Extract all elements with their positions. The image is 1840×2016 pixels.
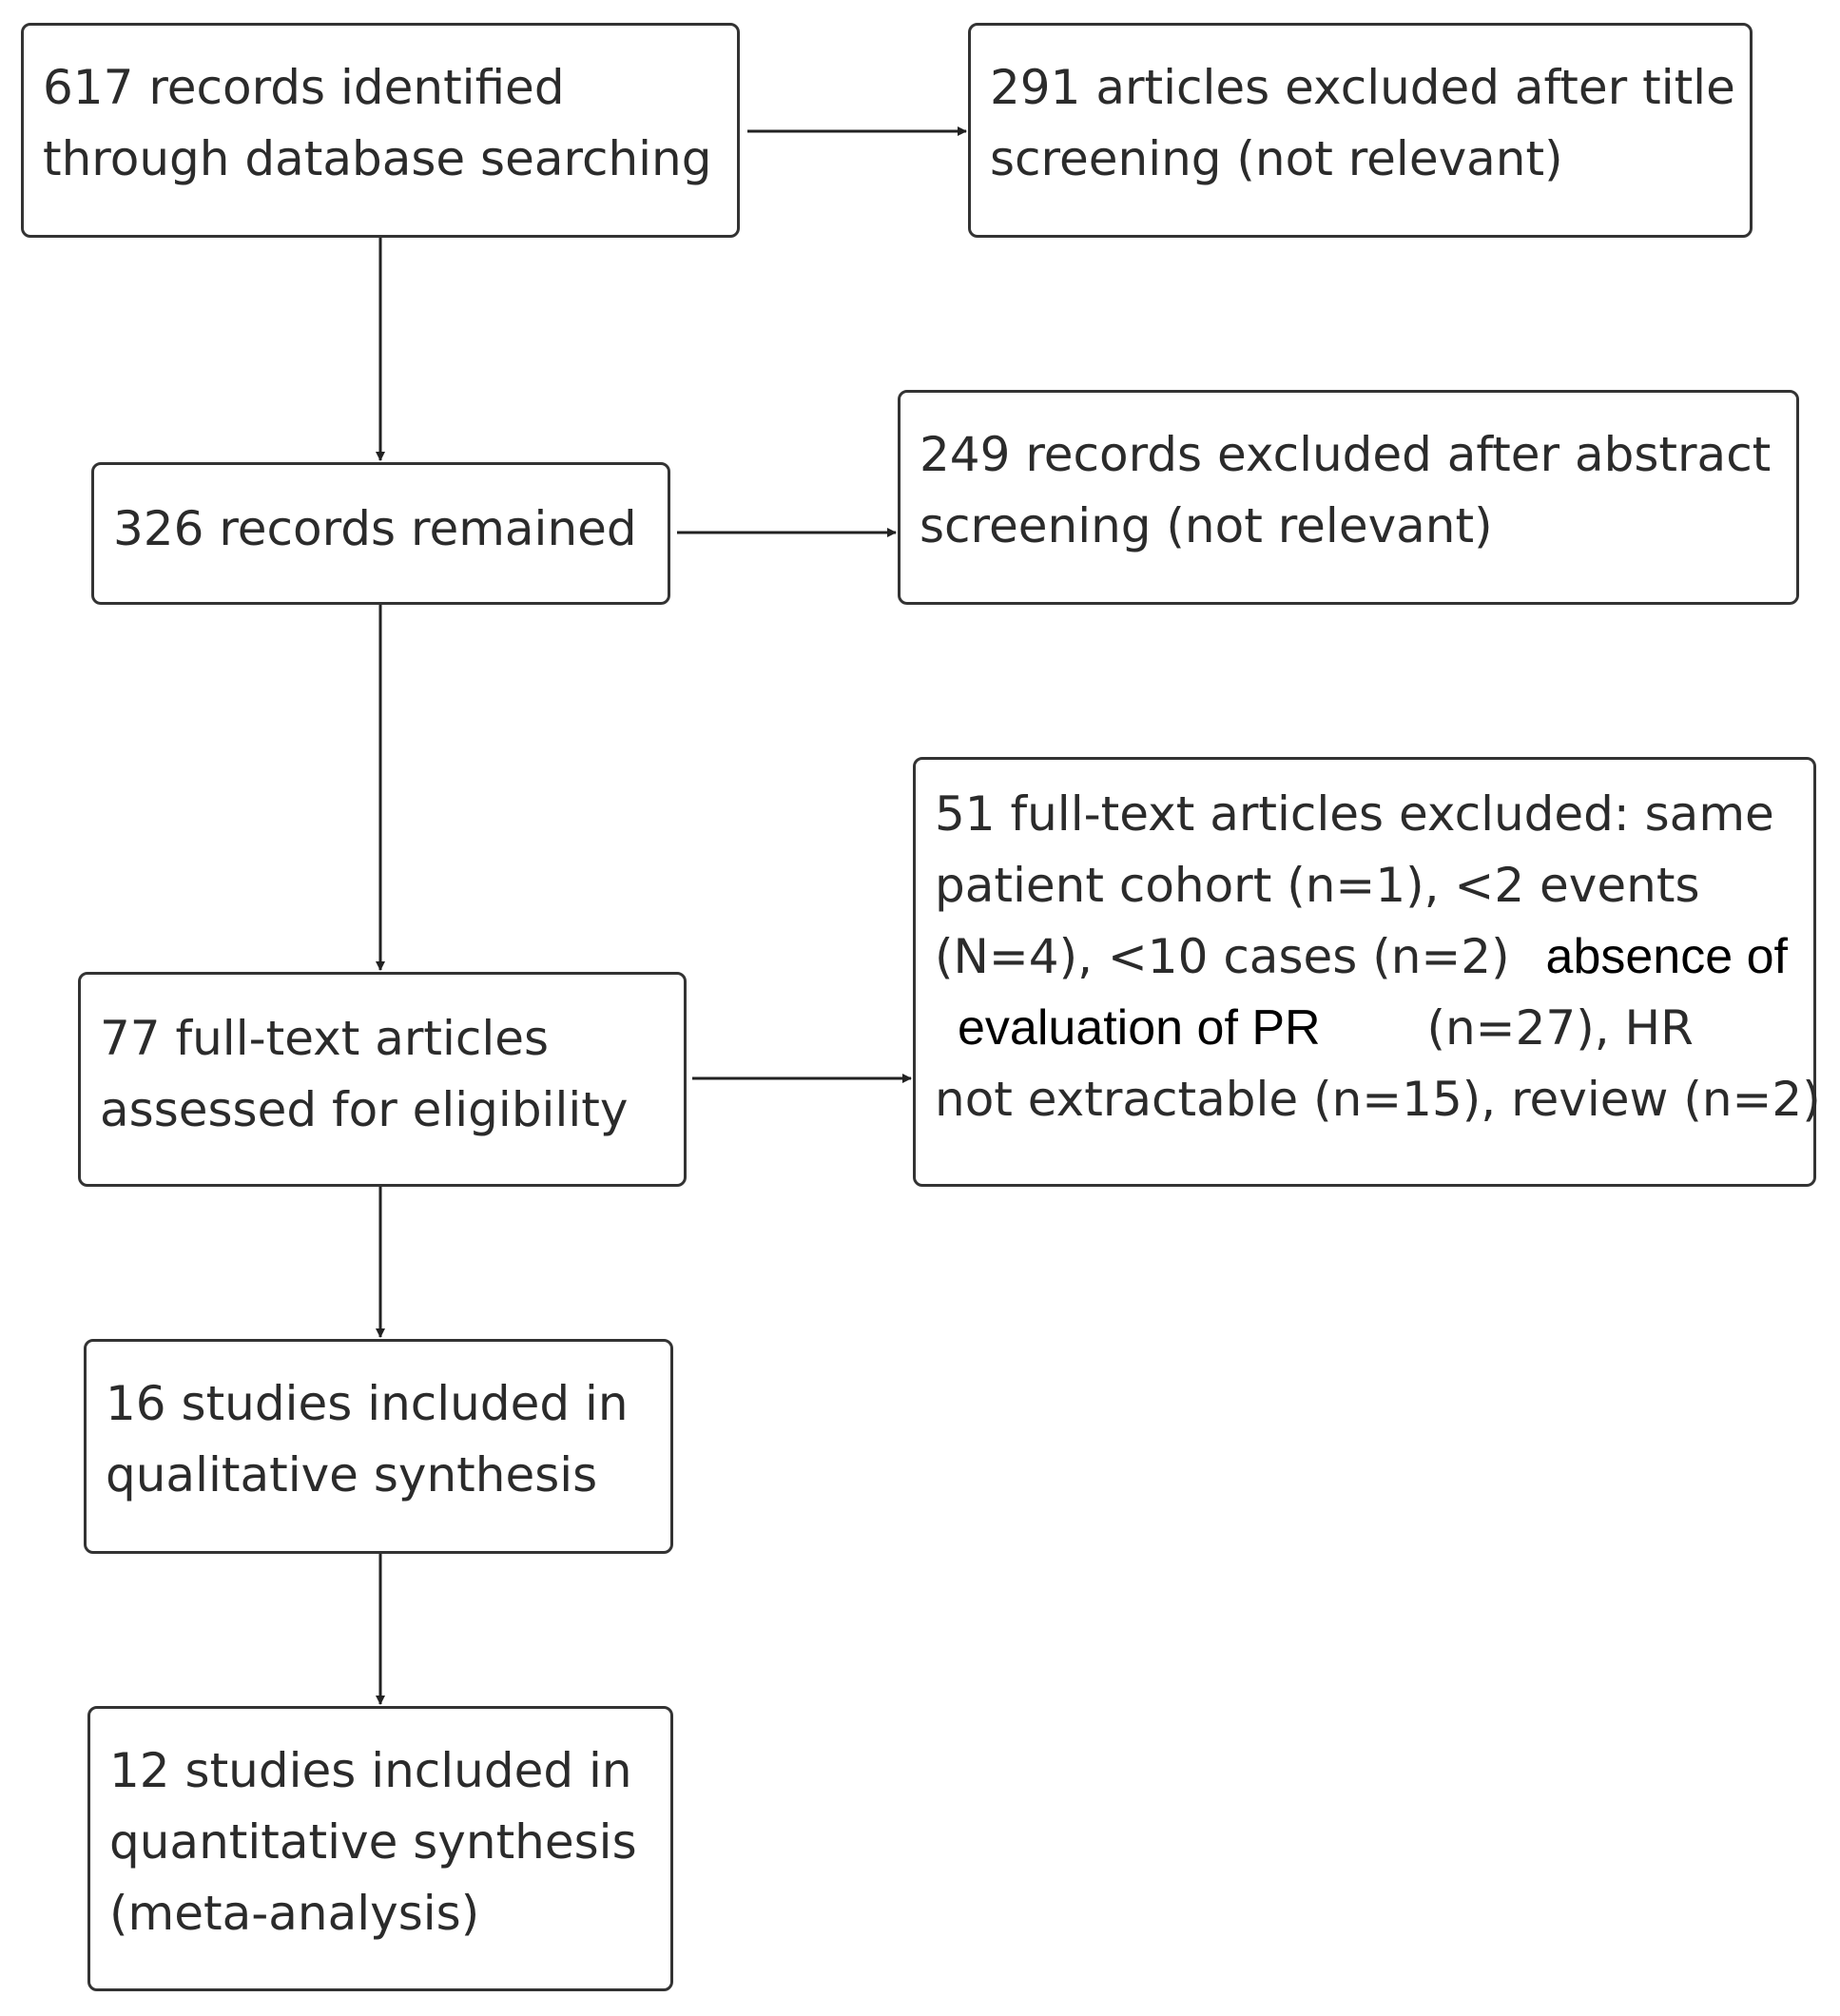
qualitative-synthesis-box: 16 studies included in qualitative synth… [84,1339,673,1554]
excluded-fulltext-box: 51 full-text articles excluded: same pat… [913,757,1821,1187]
excluded-fulltext-line-1: 51 full-text articles excluded: same [935,786,1774,842]
excluded-title-line-2: screening (not relevant) [990,131,1563,186]
excluded-fulltext-line-5: not extractable (n=15), review (n=2) [935,1072,1821,1127]
excluded-fulltext-line-3-part-1: (N=4), <10 cases (n=2) [935,929,1510,984]
excluded-fulltext-line-2: patient cohort (n=1), <2 events [935,858,1700,913]
quantitative-line-3: (meta-analysis) [109,1886,480,1941]
excluded-title-line-1: 291 articles excluded after title [990,60,1735,115]
excluded-abstract-screening-box: 249 records excluded after abstract scre… [898,390,1799,605]
excluded-fulltext-line-4-part-1: evaluation of PR [958,1000,1321,1056]
records-remained-box: 326 records remained [91,462,670,605]
records-identified-line-2: through database searching [43,131,712,186]
qualitative-line-2: qualitative synthesis [106,1447,598,1502]
records-identified-line-1: 617 records identified [43,60,565,115]
fulltext-assessed-box: 77 full-text articles assessed for eligi… [78,972,687,1187]
records-remained-line-1: 326 records remained [113,501,637,556]
excluded-abstract-line-2: screening (not relevant) [920,498,1493,553]
qualitative-line-1: 16 studies included in [106,1376,629,1431]
excluded-abstract-line-1: 249 records excluded after abstract [920,427,1772,482]
excluded-fulltext-line-4-part-2: (n=27), HR [1426,1000,1694,1056]
quantitative-line-1: 12 studies included in [109,1743,632,1798]
quantitative-line-2: quantitative synthesis [109,1814,637,1870]
fulltext-assessed-line-2: assessed for eligibility [100,1082,629,1137]
fulltext-assessed-line-1: 77 full-text articles [100,1011,550,1066]
excluded-title-screening-box: 291 articles excluded after title screen… [968,23,1753,238]
excluded-fulltext-line-4: evaluation of PR (n=27), HR [935,993,1792,1064]
excluded-fulltext-line-3: (N=4), <10 cases (n=2) absence of [935,921,1792,993]
records-identified-box: 617 records identified through database … [21,23,740,238]
quantitative-synthesis-box: 12 studies included in quantitative synt… [87,1706,673,1991]
excluded-fulltext-line-3-part-2: absence of [1545,929,1788,984]
